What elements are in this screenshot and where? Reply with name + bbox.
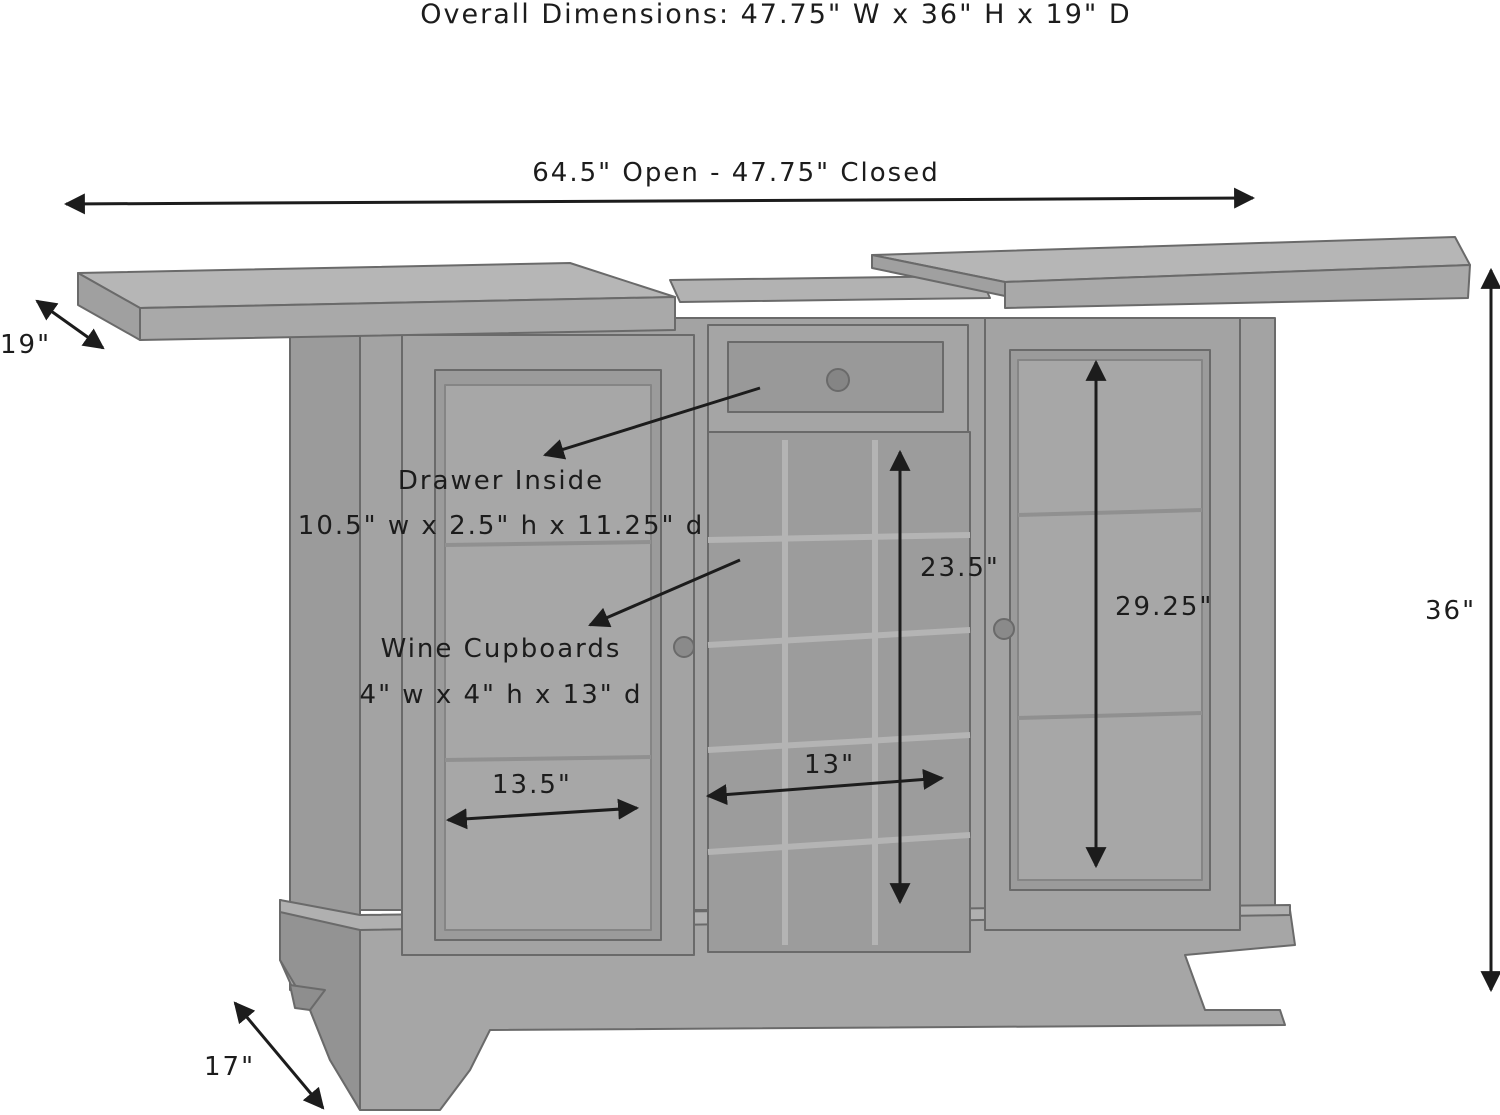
right-shelf-1 (1017, 508, 1203, 517)
right-shelf-2 (1017, 711, 1203, 720)
right-door-height-label: 29.25" (1115, 592, 1214, 622)
dimension-arrows (35, 187, 1500, 1110)
top-depth-arrow (35, 299, 105, 350)
wine-cupboards-heading: Wine Cupboards (380, 634, 622, 664)
left-shelf-1 (444, 540, 652, 547)
wine-rack-height-label: 23.5" (920, 553, 1000, 583)
drawer-pointer-arrow (542, 386, 761, 460)
width-arrow (63, 187, 1256, 215)
height-label: 36" (1425, 596, 1477, 626)
wine-cupboards-dimensions: 4" w x 4" h x 13" d (359, 680, 643, 710)
right-door-glass (1017, 359, 1203, 881)
top-depth-label: 19" (0, 330, 52, 360)
base-depth-label: 17" (204, 1052, 256, 1082)
left-cabinet-width-label: 13.5" (492, 770, 572, 800)
right-top-front (1004, 264, 1471, 309)
right-door-knob (993, 618, 1015, 640)
drawer-heading: Drawer Inside (397, 466, 605, 496)
left-cabinet-width-arrow (445, 798, 640, 830)
drawer-knob (826, 368, 850, 392)
width-open-closed-label: 64.5" Open - 47.75" Closed (532, 158, 940, 188)
left-shelf-2 (444, 755, 652, 762)
base-side (279, 899, 361, 1111)
base-depth-arrow (233, 1001, 325, 1110)
left-top-front (139, 296, 676, 341)
center-top (669, 275, 991, 303)
wine-rack-width-label: 13" (804, 750, 856, 780)
wine-pointer-arrow (588, 558, 741, 628)
wine-rack (707, 431, 971, 953)
drawer-dimensions: 10.5" w x 2.5" h x 11.25" d (297, 511, 705, 541)
left-door-knob (673, 636, 695, 658)
overall-dimensions-title: Overall Dimensions: 47.75" W x 36" H x 1… (420, 0, 1132, 30)
left-door-glass (444, 384, 652, 931)
wine-rack-grid (707, 440, 971, 945)
cabinet-illustration (77, 236, 1471, 1111)
